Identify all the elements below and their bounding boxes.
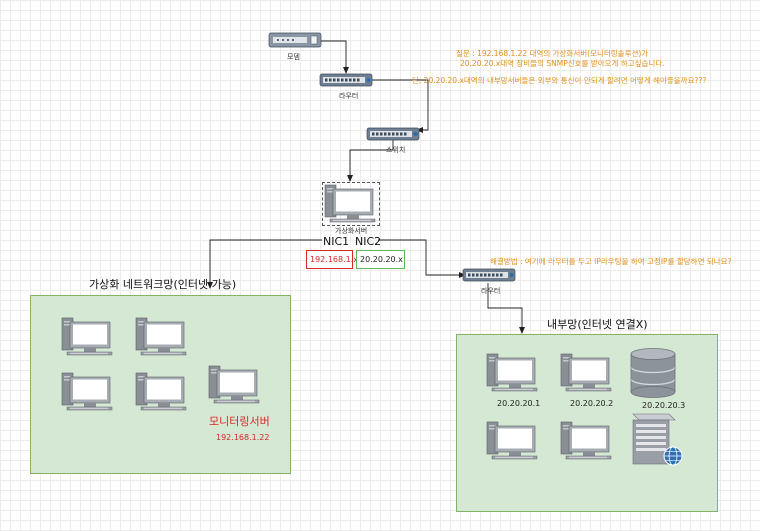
pc-icon bbox=[135, 372, 187, 411]
modem-label: 모뎀 bbox=[287, 53, 300, 61]
pc-icon bbox=[486, 353, 538, 392]
monitoring-server-ip: 192.168.1.22 bbox=[216, 433, 270, 442]
web-server-icon bbox=[632, 413, 683, 466]
internal-ip-2: 20.20.20.2 bbox=[570, 399, 614, 408]
internal-ip-3: 20.20.20.3 bbox=[642, 401, 686, 410]
server-pc-icon bbox=[324, 184, 376, 223]
pc-icon bbox=[560, 353, 612, 392]
pc-icon bbox=[208, 365, 260, 404]
virt-pc-2[interactable] bbox=[135, 317, 188, 362]
question-line-3: 단, 20.20.20.x대역의 내부망서버들은 외부와 통신이 안되게 할려면… bbox=[412, 76, 707, 85]
internal-ip-1: 20.20.20.1 bbox=[497, 399, 541, 408]
virt-server-label: 가상화서버 bbox=[335, 227, 368, 235]
virt-server[interactable] bbox=[322, 182, 380, 226]
pc-icon bbox=[61, 317, 113, 356]
question-line-1: 질문 : 192.168.1.22 대역의 가상화서버(모니터링솔루션)가 bbox=[456, 49, 649, 58]
virt-network-title: 가상화 네트워크망(인터넷 가능) bbox=[89, 278, 237, 291]
router-top-label: 라우터 bbox=[339, 92, 359, 100]
database-server[interactable] bbox=[630, 348, 676, 402]
router-icon bbox=[319, 73, 373, 87]
solution-note: 해결방법 : 여기에 라우터를 두고 IP라우팅을 하여 고정IP를 할당하면 … bbox=[490, 257, 732, 266]
nic1-label: NIC1 bbox=[323, 235, 350, 248]
question-line-2: 20.20.20.x대역 장비들의 SNMP신호를 받아오게 하고싶습니다. bbox=[460, 59, 665, 68]
monitoring-server[interactable] bbox=[208, 365, 261, 410]
modem[interactable] bbox=[268, 32, 322, 49]
nic2-label: NIC2 bbox=[355, 235, 382, 248]
switch-icon bbox=[366, 127, 420, 141]
router-right[interactable] bbox=[462, 268, 516, 282]
web-server[interactable] bbox=[627, 413, 685, 472]
pc-icon bbox=[135, 317, 187, 356]
internal-pc-3[interactable] bbox=[486, 421, 539, 466]
monitoring-server-label: 모니터링서버 bbox=[209, 415, 270, 428]
pc-icon bbox=[61, 372, 113, 411]
switch[interactable] bbox=[366, 127, 420, 141]
nic1-ip-box: 192.168.1.x bbox=[306, 250, 358, 269]
switch-label: 스위치 bbox=[386, 146, 406, 154]
modem-icon bbox=[268, 32, 322, 48]
virt-pc-4[interactable] bbox=[135, 372, 188, 417]
internal-pc-2[interactable] bbox=[560, 353, 613, 398]
internal-pc-4[interactable] bbox=[560, 421, 613, 466]
nic2-ip-box: 20.20.20.x bbox=[356, 250, 405, 269]
pc-icon bbox=[486, 421, 538, 460]
virt-pc-3[interactable] bbox=[61, 372, 114, 417]
router-right-label: 라우터 bbox=[481, 287, 501, 295]
database-icon bbox=[630, 348, 676, 398]
router-icon bbox=[462, 268, 516, 282]
pc-icon bbox=[560, 421, 612, 460]
internal-pc-1[interactable] bbox=[486, 353, 539, 398]
router-top[interactable] bbox=[319, 73, 373, 87]
virt-pc-1[interactable] bbox=[61, 317, 114, 362]
internal-network-title: 내부망(인터넷 연결X) bbox=[547, 318, 648, 331]
